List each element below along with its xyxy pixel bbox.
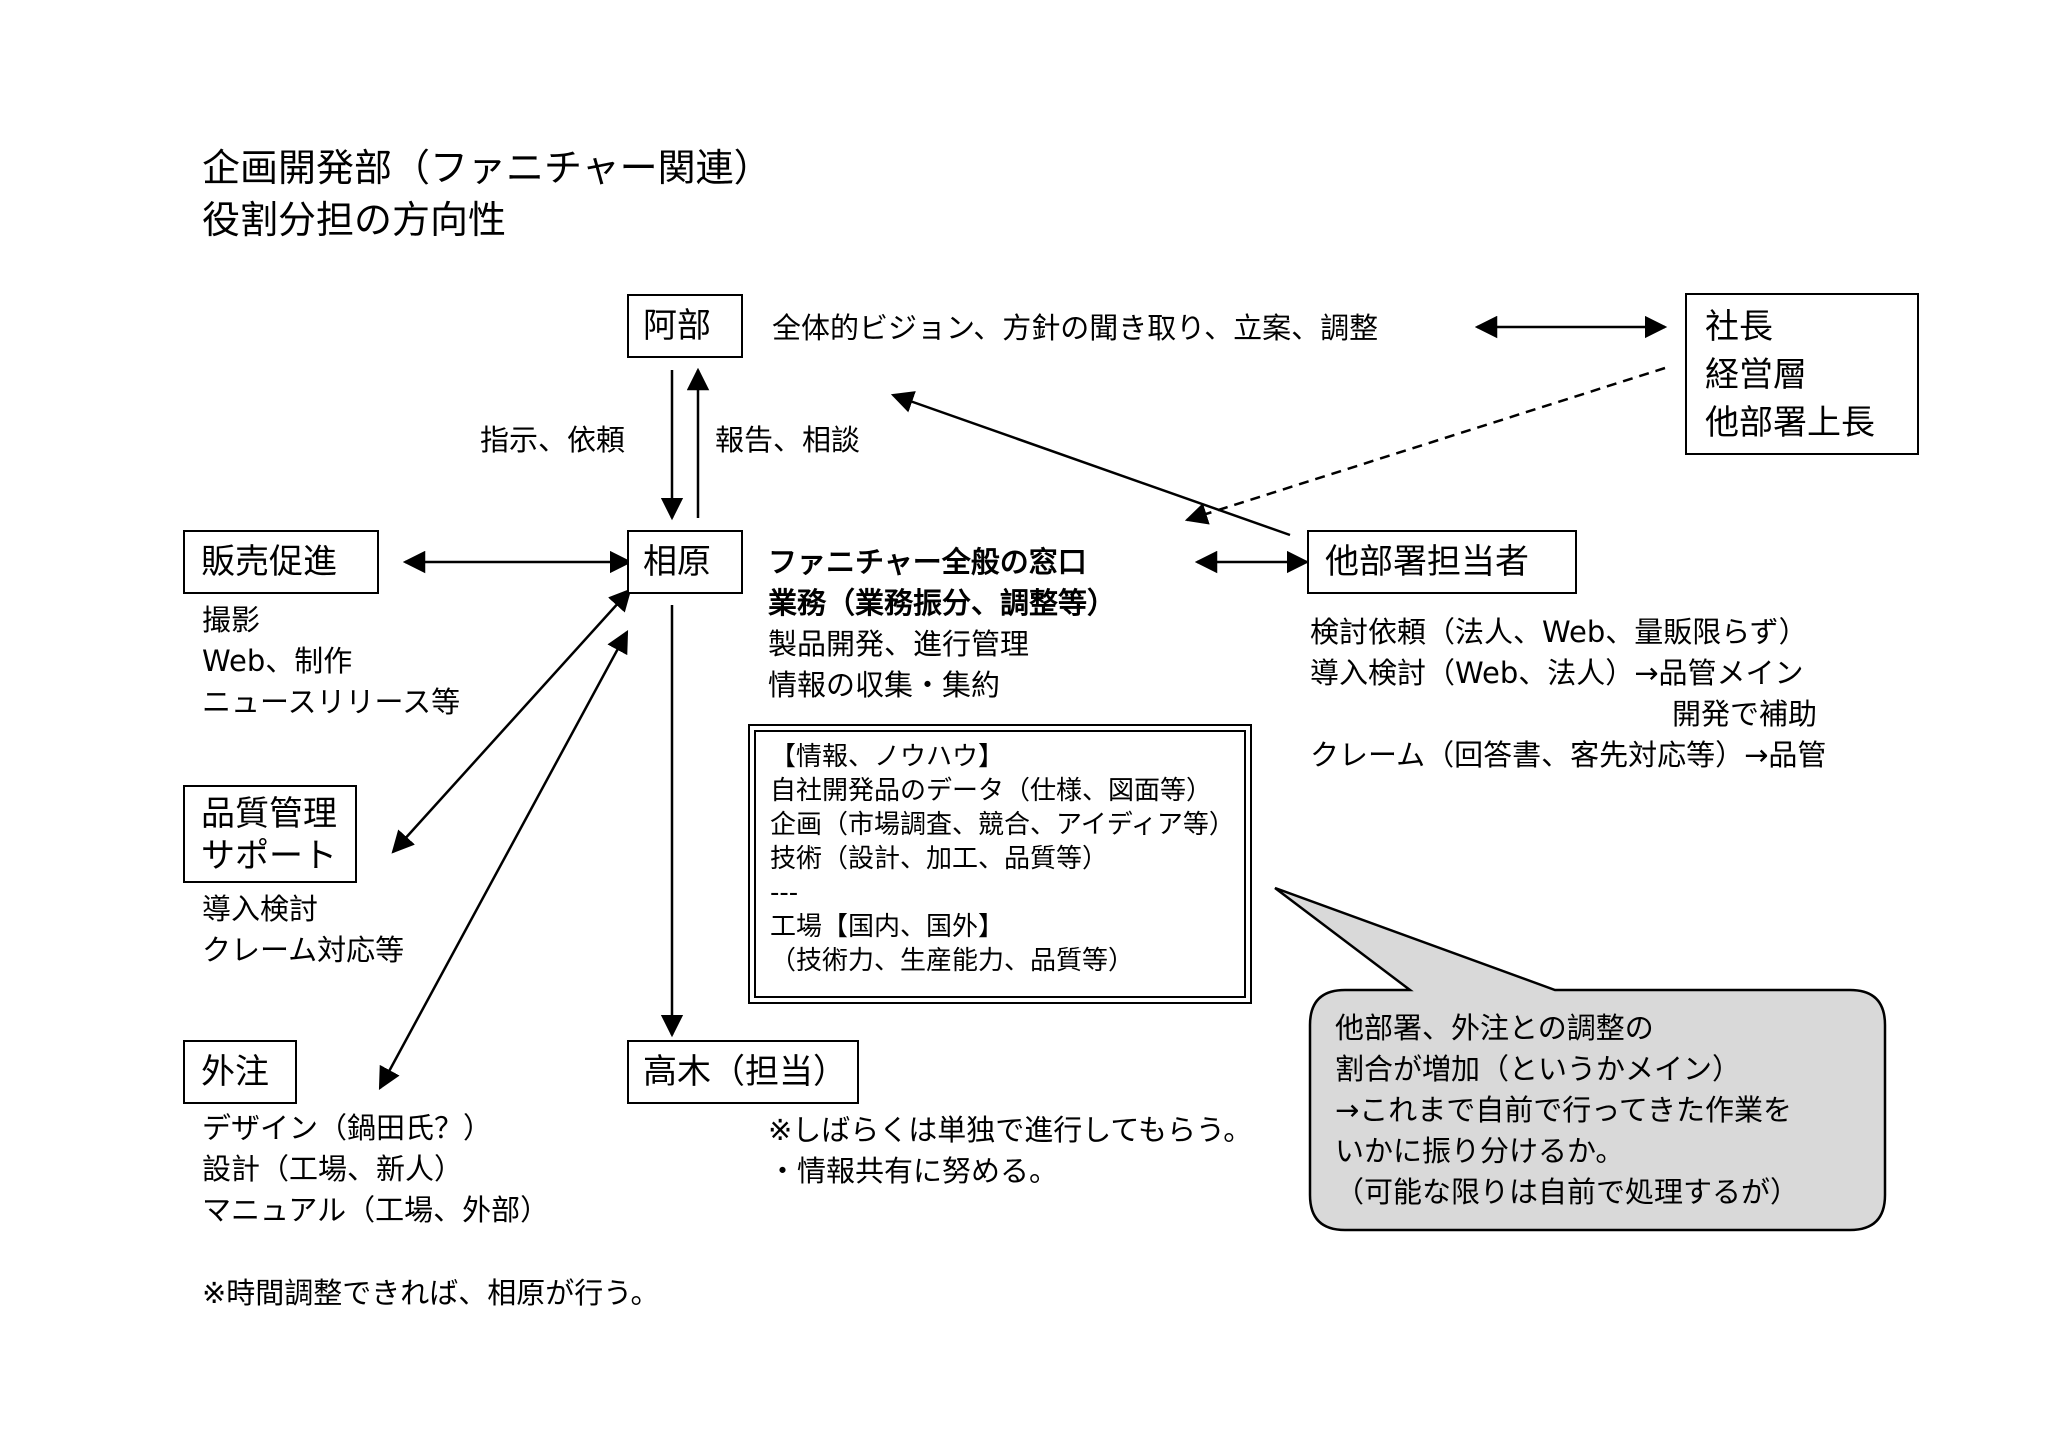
node-hanbai-label: 販売促進 bbox=[201, 542, 337, 582]
info-box: 【情報、ノウハウ】 自社開発品のデータ（仕様、図面等） 企画（市場調査、競合、ア… bbox=[748, 724, 1252, 1004]
info-line-3: 企画（市場調査、競合、アイディア等） bbox=[770, 810, 1235, 840]
hanbai-desc-2: Web、制作 bbox=[202, 644, 353, 678]
callout-bubble bbox=[1274, 886, 1887, 1232]
info-line-1: 【情報、ノウハウ】 bbox=[770, 742, 1005, 772]
gaichu-desc-1: デザイン（鍋田氏？） bbox=[202, 1111, 493, 1145]
abe-description: 全体的ビジョン、方針の聞き取り、立案、調整 bbox=[772, 311, 1379, 345]
callout-line-4: いかに振り分けるか。 bbox=[1335, 1134, 1625, 1168]
aihara-desc-3: 製品開発、進行管理 bbox=[768, 627, 1030, 661]
takagi-description: ※しばらくは単独で進行してもらう。 ・情報共有に努める。 bbox=[768, 1110, 1252, 1192]
page-title: 企画開発部（ファニチャー関連） 役割分担の方向性 bbox=[202, 142, 772, 246]
aihara-desc-1: ファニチャー全般の窓口 bbox=[768, 545, 1087, 579]
label-hokoku: 報告、相談 bbox=[715, 423, 861, 457]
arrow-aihara-gaichu bbox=[378, 630, 629, 1090]
tabusho-desc-3: 開発で補助 bbox=[1672, 697, 1818, 731]
hanbai-desc-3: ニュースリリース等 bbox=[202, 685, 461, 719]
node-gaichu-label: 外注 bbox=[201, 1052, 269, 1092]
info-line-2: 自社開発品のデータ（仕様、図面等） bbox=[770, 776, 1213, 806]
gaichu-desc-3: マニュアル（工場、外部） bbox=[202, 1193, 550, 1227]
node-hinshitsu-line-2: サポート bbox=[201, 836, 337, 876]
node-tabusho-label: 他部署担当者 bbox=[1325, 542, 1529, 582]
hinshitsu-desc-2: クレーム対応等 bbox=[202, 933, 405, 967]
node-takagi-label: 高木（担当） bbox=[643, 1052, 847, 1092]
node-hinshitsu-line-1: 品質管理 bbox=[201, 794, 337, 834]
hanbai-description: 撮影 Web、制作 ニュースリリース等 bbox=[202, 600, 460, 723]
callout-line-2: 割合が増加（というかメイン） bbox=[1335, 1052, 1742, 1086]
aihara-desc-4: 情報の収集・集約 bbox=[768, 668, 1001, 702]
gaichu-desc-2: 設計（工場、新人） bbox=[202, 1152, 464, 1186]
gaichu-note: ※時間調整できれば、相原が行う。 bbox=[202, 1276, 660, 1310]
tabusho-desc-1: 検討依頼（法人、Web、量販限らず） bbox=[1310, 615, 1808, 649]
node-aihara-label: 相原 bbox=[643, 542, 711, 582]
info-line-6: 工場【国内、国外】 bbox=[770, 912, 1005, 942]
node-gaichu: 外注 bbox=[183, 1040, 297, 1104]
callout-line-3: →これまで自前で行ってきた作業を bbox=[1335, 1093, 1792, 1127]
node-abe: 阿部 bbox=[627, 294, 743, 358]
node-shacho-line-1: 社長 bbox=[1705, 307, 1773, 347]
takagi-desc-2: ・情報共有に努める。 bbox=[768, 1154, 1059, 1188]
title-line-2: 役割分担の方向性 bbox=[202, 198, 507, 242]
node-shacho-line-3: 他部署上長 bbox=[1705, 403, 1875, 443]
node-aihara: 相原 bbox=[627, 530, 743, 594]
info-line-5: --- bbox=[770, 878, 799, 908]
callout-line-5: （可能な限りは自前で処理するが） bbox=[1335, 1175, 1800, 1209]
gaichu-description: デザイン（鍋田氏？） 設計（工場、新人） マニュアル（工場、外部） bbox=[202, 1108, 549, 1231]
info-box-inner: 【情報、ノウハウ】 自社開発品のデータ（仕様、図面等） 企画（市場調査、競合、ア… bbox=[754, 730, 1246, 998]
tabusho-description: 検討依頼（法人、Web、量販限らず） 導入検討（Web、法人）→品管メイン 開発… bbox=[1310, 612, 1826, 776]
tabusho-desc-2: 導入検討（Web、法人）→品管メイン bbox=[1310, 656, 1804, 690]
arrow-shacho-dashed bbox=[1184, 366, 1666, 525]
callout-text: 他部署、外注との調整の 割合が増加（というかメイン） →これまで自前で行ってきた… bbox=[1335, 1008, 1799, 1213]
hinshitsu-description: 導入検討 クレーム対応等 bbox=[202, 889, 404, 971]
callout-line-1: 他部署、外注との調整の bbox=[1335, 1011, 1654, 1045]
node-shacho-line-2: 経営層 bbox=[1705, 355, 1807, 395]
hinshitsu-desc-1: 導入検討 bbox=[202, 892, 319, 926]
aihara-desc-2: 業務（業務振分、調整等） bbox=[768, 586, 1117, 620]
label-shiji: 指示、依頼 bbox=[480, 423, 626, 457]
node-shacho: 社長 経営層 他部署上長 bbox=[1685, 293, 1919, 455]
title-line-1: 企画開発部（ファニチャー関連） bbox=[202, 146, 772, 190]
node-tabusho-tanto: 他部署担当者 bbox=[1307, 530, 1577, 594]
node-abe-label: 阿部 bbox=[643, 306, 711, 346]
node-hanbai: 販売促進 bbox=[183, 530, 379, 594]
info-line-4: 技術（設計、加工、品質等） bbox=[770, 844, 1109, 874]
info-line-7: （技術力、生産能力、品質等） bbox=[770, 946, 1135, 976]
node-takagi: 高木（担当） bbox=[627, 1040, 859, 1104]
aihara-description: ファニチャー全般の窓口 業務（業務振分、調整等） 製品開発、進行管理 情報の収集… bbox=[768, 542, 1116, 706]
node-hinshitsu: 品質管理 サポート bbox=[183, 785, 357, 883]
hanbai-desc-1: 撮影 bbox=[202, 603, 261, 637]
tabusho-desc-4: クレーム（回答書、客先対応等）→品管 bbox=[1310, 738, 1827, 772]
arrow-tabusho-to-abe bbox=[890, 391, 1291, 537]
takagi-desc-1: ※しばらくは単独で進行してもらう。 bbox=[768, 1113, 1253, 1147]
